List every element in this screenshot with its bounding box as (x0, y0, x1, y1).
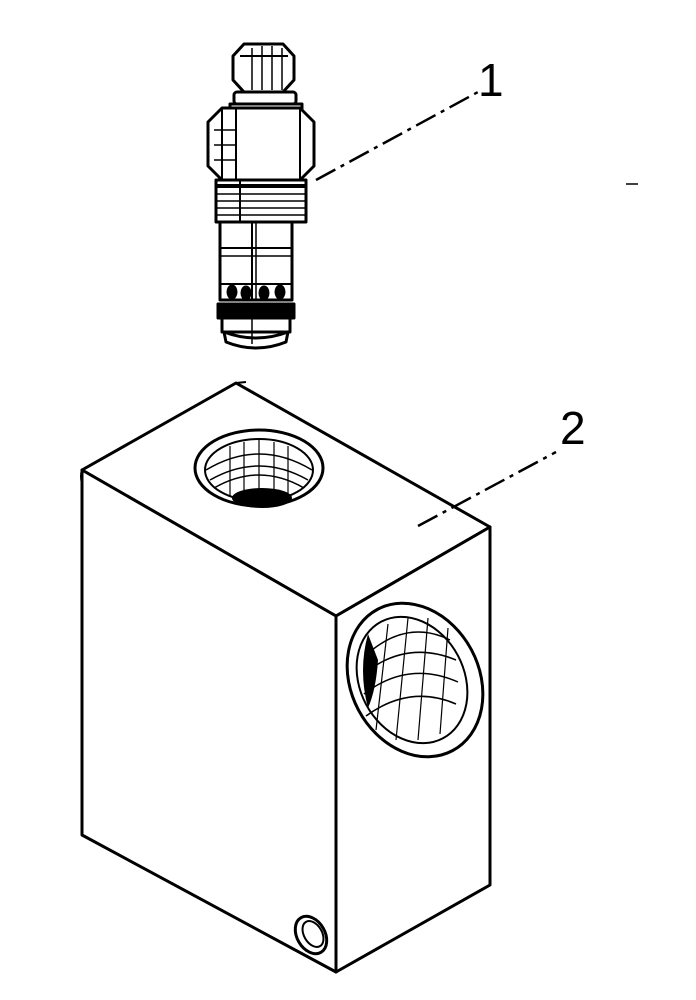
callout-label-1: 1 (478, 54, 504, 106)
side-port-icon (345, 601, 485, 759)
top-port-icon (193, 428, 325, 508)
callout-1: 1 (315, 54, 504, 182)
cartridge-valve-icon (206, 42, 316, 350)
leader-line-2 (417, 450, 557, 528)
leader-line-1 (315, 90, 479, 182)
callout-2: 2 (417, 402, 586, 528)
callout-label-2: 2 (560, 402, 586, 454)
mounting-hole-icon (293, 914, 329, 956)
valve-body-block-icon (80, 381, 492, 974)
